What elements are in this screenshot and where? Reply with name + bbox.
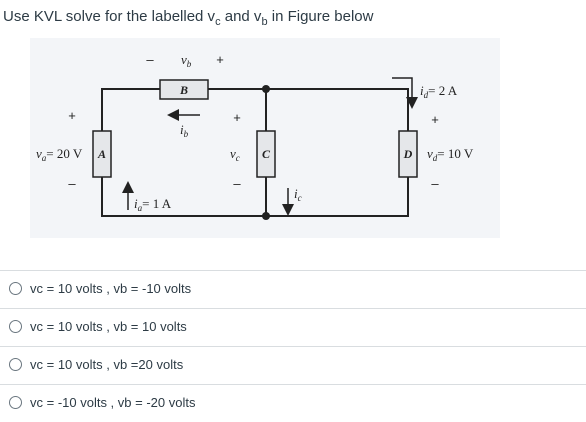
question-sub-c: c [215, 16, 221, 28]
id-label: id= 2 A [420, 83, 458, 100]
va-symbol: v [36, 146, 42, 161]
vb-minus: – [146, 52, 154, 67]
circuit-figure: B A C D – + vb ib + – va= 20 V ia= 1 A +… [30, 38, 500, 238]
question-sub-b: b [261, 16, 268, 28]
ib-symbol: i [180, 122, 184, 137]
node-top [262, 85, 270, 93]
vd-minus: – [431, 176, 439, 191]
answer-option-1[interactable]: vc = 10 volts , vb = -10 volts [0, 270, 586, 308]
question-text: Use KVL solve for the labelled vc and vb… [3, 8, 373, 28]
ic-symbol: i [294, 186, 298, 201]
va-subscript: a [42, 153, 47, 163]
vb-symbol: v [181, 52, 187, 67]
radio-button[interactable] [9, 282, 22, 295]
element-b-label: B [179, 83, 188, 97]
ia-value: = 1 A [142, 196, 172, 211]
vb-subscript: b [187, 59, 192, 69]
element-d [398, 130, 418, 178]
answer-label: vc = -10 volts , vb = -20 volts [30, 395, 196, 410]
ia-subscript: a [138, 203, 143, 213]
vc-plus: + [233, 110, 241, 125]
vd-plus: + [431, 112, 439, 127]
element-d-label: D [403, 147, 413, 161]
question-middle: and v [220, 8, 262, 25]
ib-label: ib [180, 122, 189, 139]
circuit-wires [101, 88, 409, 217]
vc-minus: – [233, 176, 241, 191]
ic-label: ic [294, 186, 302, 203]
element-c-label: C [262, 147, 271, 161]
vb-label: vb [181, 52, 192, 69]
answer-option-4[interactable]: vc = -10 volts , vb = -20 volts [0, 384, 586, 422]
vb-plus: + [216, 52, 224, 67]
id-symbol: i [420, 83, 424, 98]
ic-subscript: c [298, 193, 302, 203]
answer-option-3[interactable]: vc = 10 volts , vb =20 volts [0, 346, 586, 384]
question-prefix: Use KVL solve for the labelled v [3, 8, 216, 25]
vd-symbol: v [427, 146, 433, 161]
answer-label: vc = 10 volts , vb = -10 volts [30, 281, 192, 296]
vd-subscript: d [433, 153, 438, 163]
vd-value: = 10 V [437, 146, 474, 161]
ia-symbol: i [134, 196, 138, 211]
ia-label: ia= 1 A [134, 196, 172, 213]
element-a [92, 130, 112, 178]
id-value: = 2 A [428, 83, 458, 98]
radio-button[interactable] [9, 396, 22, 409]
id-subscript: d [424, 90, 429, 100]
radio-button[interactable] [9, 358, 22, 371]
va-value: = 20 V [46, 146, 83, 161]
va-plus: + [68, 108, 76, 123]
id-arrow [392, 77, 418, 109]
radio-button[interactable] [9, 320, 22, 333]
answer-label: vc = 10 volts , vb =20 volts [30, 357, 184, 372]
node-bottom [262, 212, 270, 220]
answer-label: vc = 10 volts , vb = 10 volts [30, 319, 187, 334]
vc-label: vc [230, 146, 240, 163]
element-c [256, 130, 276, 178]
element-b [159, 79, 209, 100]
va-minus: – [68, 176, 76, 191]
answer-option-2[interactable]: vc = 10 volts , vb = 10 volts [0, 308, 586, 346]
vc-subscript: c [236, 153, 240, 163]
vc-symbol: v [230, 146, 236, 161]
vd-label: vd= 10 V [427, 146, 474, 163]
element-a-label: A [97, 147, 106, 161]
ib-subscript: b [184, 129, 189, 139]
question-suffix: in Figure below [267, 8, 374, 25]
va-label: va= 20 V [36, 146, 83, 163]
